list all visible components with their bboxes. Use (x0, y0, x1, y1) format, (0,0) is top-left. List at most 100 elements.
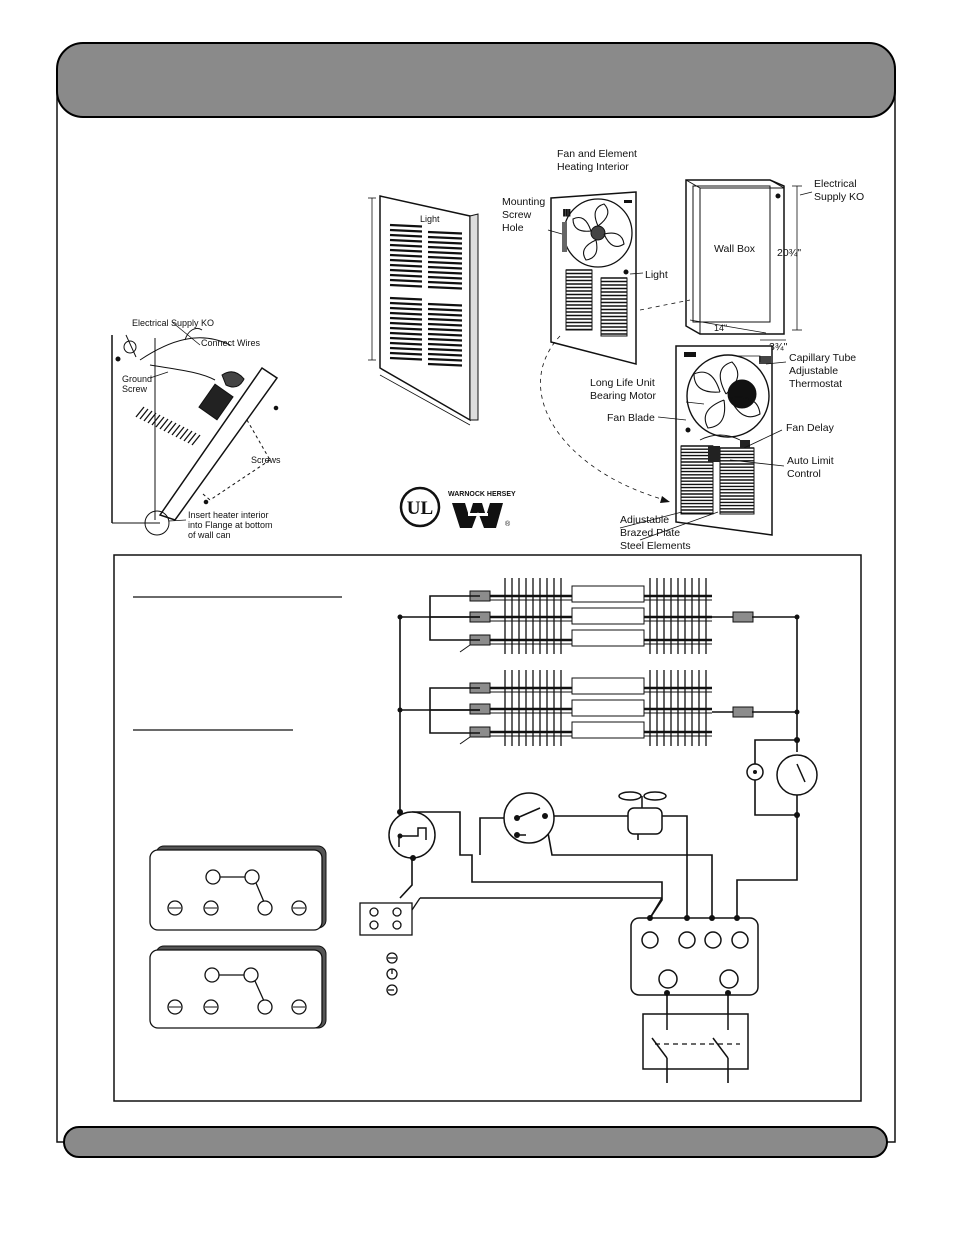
supply-ko-icon (123, 340, 137, 354)
fan-blade-label: Fan Blade (607, 412, 655, 424)
grille-louver (427, 230, 463, 235)
svg-text:III: III (563, 208, 571, 218)
ground-screw-icon (115, 356, 121, 362)
front-grille (368, 195, 479, 426)
grille-louver (389, 278, 423, 283)
grille-louver (427, 280, 463, 285)
double-pole-switch-icon (642, 1013, 749, 1070)
element-plate (571, 607, 645, 625)
motor-label-2: Bearing Motor (590, 390, 656, 402)
plug-connector-icon (359, 897, 421, 936)
right-resistor (732, 611, 754, 623)
wall-box-label: Wall Box (714, 243, 756, 255)
auto-limit-label-1: Auto Limit (787, 455, 834, 467)
mounting-screw-label-1: Mounting (502, 196, 545, 208)
grille-louver (427, 245, 463, 250)
grille-louver (427, 302, 463, 307)
grille-louver (389, 331, 423, 336)
elements-label-3: Steel Elements (620, 540, 691, 552)
fan-housing-2-icon (686, 354, 770, 438)
install-ground-label-2: Screw (122, 384, 148, 394)
grille-louver (427, 362, 463, 367)
wh-logo-icon: ® (452, 503, 511, 528)
install-insert-label-3: of wall can (188, 530, 231, 540)
grille-louver (389, 316, 423, 321)
ul-logo-icon: UL (399, 486, 441, 528)
fan-delay-icon (740, 440, 750, 448)
exploded-interior (619, 345, 787, 541)
grille-louver (389, 273, 423, 278)
grille-louver (427, 275, 463, 280)
junction-dots (397, 614, 800, 715)
grille-louver (389, 321, 423, 326)
grille-louver (389, 341, 423, 346)
fan-motor-icon (618, 791, 667, 835)
width-dim-label: 14" (714, 323, 727, 333)
grille-louver (427, 327, 463, 332)
heater-interior-tilted (158, 366, 279, 521)
wall-box (685, 179, 813, 341)
element-plate (571, 721, 645, 739)
fan-blade-icon (572, 203, 625, 261)
heater-elements (459, 578, 754, 746)
grille-louver (389, 301, 423, 306)
exploded-fins-right (719, 447, 755, 515)
top-banner (56, 42, 896, 118)
terminal-strip-b (149, 945, 327, 1029)
grille-louver (389, 258, 423, 263)
grille-louver (389, 248, 423, 253)
grille-louver (389, 253, 423, 258)
grille-louver (389, 311, 423, 316)
element-terminal-resistor (469, 726, 491, 738)
heating-interior-unit: III (547, 191, 644, 365)
install-connect-wires-label: Connect Wires (201, 338, 261, 348)
grille-louver (389, 243, 423, 248)
grille-louver (427, 265, 463, 270)
exploded-fins-left (680, 445, 714, 515)
grille-louver (427, 250, 463, 255)
thermostat-bulb-icon (759, 356, 771, 364)
grille-louver (389, 306, 423, 311)
element-plate (571, 699, 645, 717)
grille-louver (427, 235, 463, 240)
fan-delay-switch-icon (503, 792, 555, 844)
grille-louver (389, 351, 423, 356)
grille-louver (427, 260, 463, 265)
grille-louver (389, 228, 423, 233)
supply-ko-label-1: Electrical (814, 178, 857, 190)
mounting-screw-label-3: Hole (502, 222, 524, 234)
motor-block-icon (198, 383, 234, 421)
element-plate (571, 629, 645, 647)
grille-louver (427, 352, 463, 357)
thermostat-icon (746, 737, 818, 818)
terminal-strip-a (149, 845, 327, 931)
element-fins-left (565, 269, 593, 331)
grille-louver (389, 223, 423, 228)
light-label: Light (645, 269, 668, 281)
install-insert-label-1: Insert heater interior (188, 510, 269, 520)
leader-mark (459, 736, 471, 745)
grille-light-label: Light (420, 214, 440, 224)
grille-louver (427, 342, 463, 347)
element-terminal-resistor (469, 703, 491, 715)
capillary-label-2: Adjustable (789, 365, 838, 377)
mounting-screw-label-2: Screw (502, 209, 532, 221)
grille-louver (389, 263, 423, 268)
depth-dim-label: 3¾" (769, 341, 788, 353)
terminal-block (630, 915, 759, 996)
elements-label-1: Adjustable (620, 514, 669, 526)
grille-louver (427, 285, 463, 290)
fan-element-label-1: Fan and Element (557, 148, 637, 160)
grille-louver (389, 238, 423, 243)
grille-louver (389, 346, 423, 351)
capillary-label-3: Thermostat (789, 378, 842, 390)
grille-louver (389, 268, 423, 273)
install-screws-label: Screws (251, 455, 281, 465)
grille-louver (389, 296, 423, 301)
grille-louver (389, 326, 423, 331)
grille-louver (427, 270, 463, 275)
grille-louver (427, 240, 463, 245)
motor-label-1: Long Life Unit (590, 377, 655, 389)
motor-icon (727, 379, 757, 409)
